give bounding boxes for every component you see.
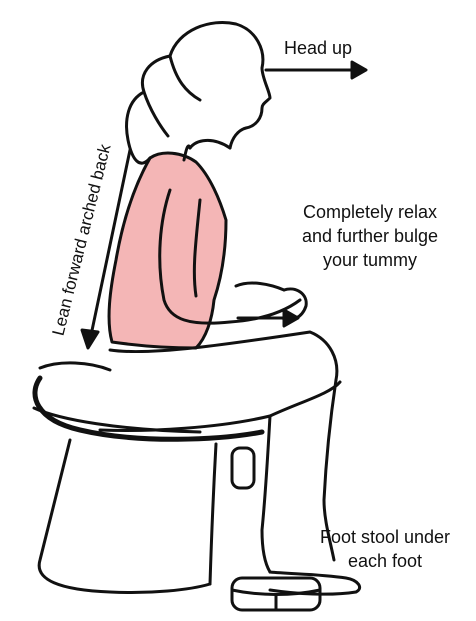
head (170, 22, 270, 160)
stool-line-2: each foot (302, 549, 468, 573)
relax-label: Completely relax and further bulge your … (268, 200, 472, 272)
toilet-seat (34, 363, 262, 439)
relax-line-1: Completely relax (268, 200, 472, 224)
foot-stool-label: Foot stool under each foot (302, 525, 468, 573)
toilet-base (39, 440, 216, 593)
pink-top (109, 153, 226, 348)
tummy-arrow-icon (238, 310, 298, 326)
head-up-arrow-icon (266, 62, 366, 78)
head-up-label: Head up (284, 36, 352, 60)
second-stool (232, 448, 254, 488)
relax-line-2: and further bulge (268, 224, 472, 248)
stool-line-1: Foot stool under (302, 525, 468, 549)
relax-line-3: your tummy (268, 248, 472, 272)
